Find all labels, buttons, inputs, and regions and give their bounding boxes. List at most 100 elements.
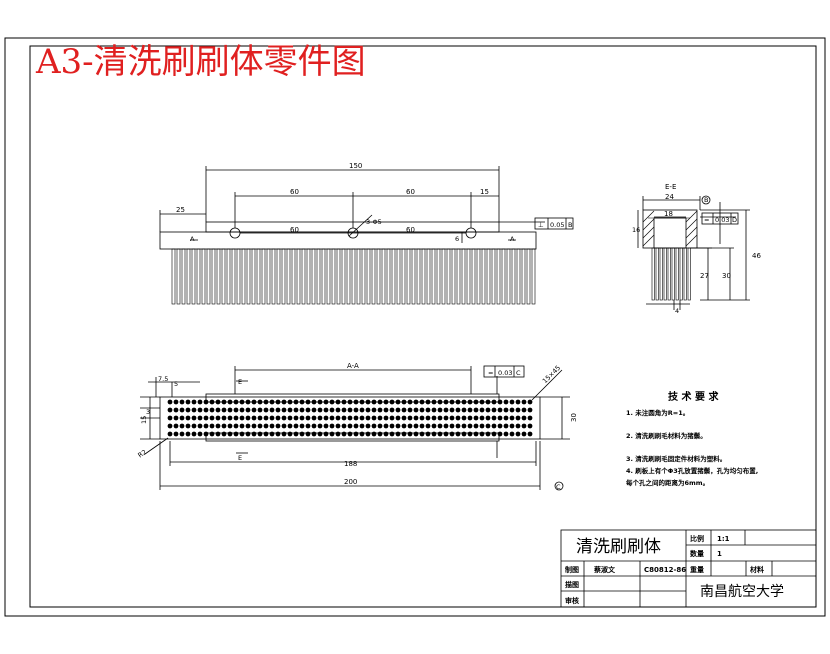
bristle-hole	[503, 415, 509, 421]
dim-16: 16	[632, 226, 640, 234]
tol-value-b: 0.05	[550, 221, 564, 229]
bristle-hole	[221, 407, 227, 413]
bristle-hole	[341, 431, 347, 437]
bristle-hole	[269, 407, 275, 413]
bristle-hole	[383, 423, 389, 429]
bristle-hole	[407, 423, 413, 429]
bristle-hole	[305, 423, 311, 429]
bristle-hole	[185, 407, 191, 413]
qty-label: 数量	[690, 549, 704, 558]
bristle-hole	[173, 423, 179, 429]
bristle-hole	[461, 431, 467, 437]
bristle-hole	[449, 415, 455, 421]
bristle-hole	[281, 399, 287, 405]
bristle-hole	[449, 431, 455, 437]
bristle-hole	[359, 399, 365, 405]
dim-200: 200	[344, 478, 357, 486]
bristle	[271, 248, 276, 305]
bristle-hole	[209, 407, 215, 413]
bristle-hole	[353, 431, 359, 437]
bristle-hole	[269, 415, 275, 421]
check-label: 描图	[565, 580, 579, 589]
bristle	[246, 248, 251, 305]
bristle-hole	[245, 423, 251, 429]
bristle-hole	[407, 415, 413, 421]
tol-datum-d: D	[732, 216, 737, 224]
bristle-hole	[323, 431, 329, 437]
bristle	[471, 248, 476, 305]
bristle-hole	[233, 415, 239, 421]
bristle	[381, 248, 386, 305]
bristle-hole	[173, 415, 179, 421]
bristle-hole	[209, 431, 215, 437]
bristle-hole	[521, 407, 527, 413]
bristle-hole	[509, 399, 515, 405]
bristle-hole	[377, 431, 383, 437]
bristle-hole	[227, 431, 233, 437]
bristle-hole	[443, 399, 449, 405]
bristle-hole	[383, 407, 389, 413]
bristle	[491, 248, 496, 305]
bristle-hole	[311, 415, 317, 421]
bristle-hole	[167, 407, 173, 413]
top-view	[140, 365, 570, 491]
bristle-hole	[461, 399, 467, 405]
bristle	[231, 248, 236, 305]
bristle-hole	[275, 415, 281, 421]
bristle	[206, 248, 211, 305]
bristle-hole	[173, 407, 179, 413]
bristle-hole	[359, 407, 365, 413]
bristle-hole	[449, 407, 455, 413]
bristle	[481, 248, 486, 305]
bristle-hole	[479, 423, 485, 429]
bristle-hole	[251, 407, 257, 413]
bristle	[466, 248, 471, 305]
bristle	[201, 248, 206, 305]
bristle-hole	[509, 415, 515, 421]
bristle	[281, 248, 286, 305]
bristle-hole	[311, 399, 317, 405]
bristle-hole	[473, 407, 479, 413]
bristle-hole	[407, 407, 413, 413]
bristle	[241, 248, 246, 305]
bristle-hole	[221, 415, 227, 421]
inner-border	[29, 45, 817, 608]
bristle	[196, 248, 201, 305]
bristle	[659, 247, 663, 301]
bristle-hole	[437, 431, 443, 437]
bristle	[506, 248, 511, 305]
bristle-hole	[233, 423, 239, 429]
bristle-hole	[437, 415, 443, 421]
bristle-hole	[329, 407, 335, 413]
bristle-hole	[401, 431, 407, 437]
bristle	[306, 248, 311, 305]
scale-label: 比例	[690, 534, 704, 543]
bristle-hole	[203, 431, 209, 437]
bristle-hole	[251, 415, 257, 421]
bristle-hole	[425, 415, 431, 421]
tolerance-frame-c	[483, 365, 525, 378]
bristle-hole	[389, 431, 395, 437]
bristle-hole	[491, 407, 497, 413]
bristle-hole	[419, 431, 425, 437]
bristle	[191, 248, 196, 305]
bristle-hole	[353, 407, 359, 413]
bristle	[346, 248, 351, 305]
bristle-hole	[515, 407, 521, 413]
bristle-hole	[353, 415, 359, 421]
bristle	[411, 248, 416, 305]
bristle-hole	[365, 407, 371, 413]
bristle	[171, 248, 176, 305]
bristle-hole	[317, 399, 323, 405]
bristle-hole	[215, 399, 221, 405]
bristle-comb-front	[171, 248, 536, 305]
bristle-hole	[395, 407, 401, 413]
bristle	[176, 248, 181, 305]
bristle-hole	[419, 415, 425, 421]
bristle-hole	[497, 399, 503, 405]
bristle-hole	[299, 407, 305, 413]
bristle	[406, 248, 411, 305]
bristle	[386, 248, 391, 305]
part-name: 清洗刷刷体	[576, 537, 661, 557]
bristle-hole	[413, 423, 419, 429]
